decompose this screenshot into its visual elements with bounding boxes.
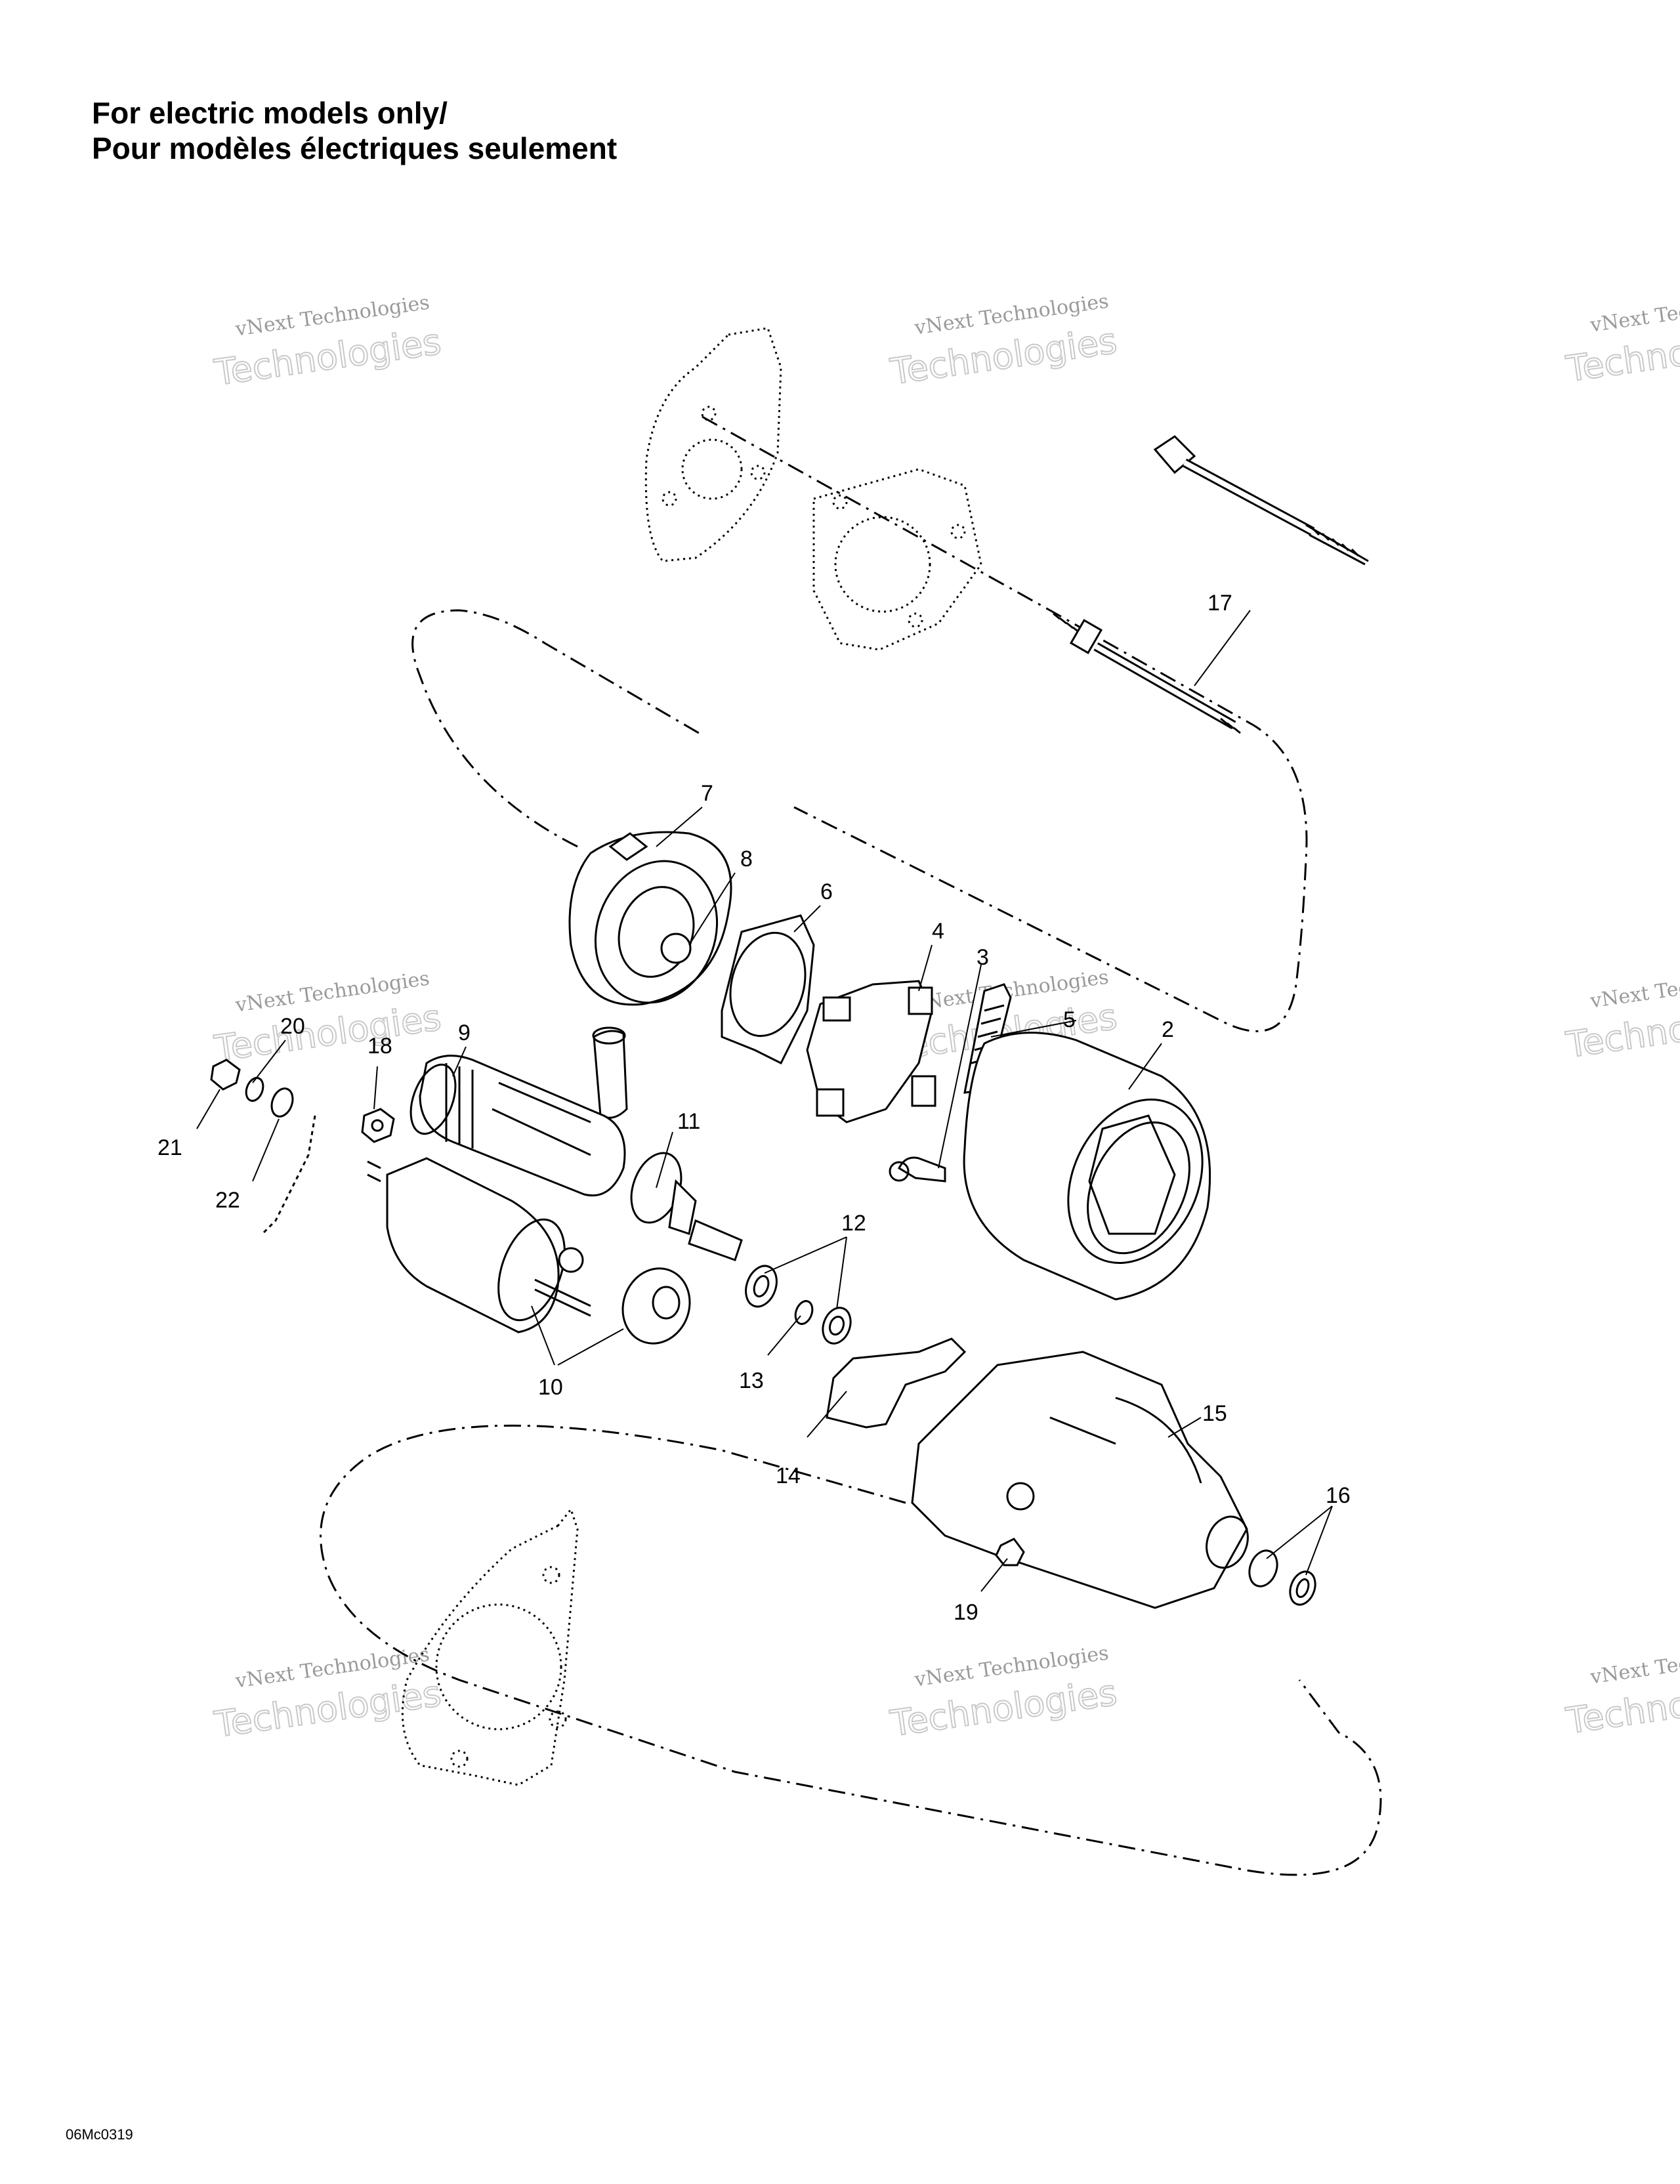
part-9-armature xyxy=(410,1055,626,1197)
part-4-brush-holder xyxy=(806,980,936,1124)
svg-text:vNext Technologies: vNext Technologies xyxy=(1588,963,1680,1013)
part-14-shift-lever xyxy=(826,1337,967,1429)
upper-assembly-boundary xyxy=(411,415,1308,1032)
callout-labels: 2 3 4 5 6 7 8 9 10 11 12 13 14 15 16 17 … xyxy=(158,591,1351,1625)
part-7-end-cover xyxy=(568,831,732,1006)
callout-14: 14 xyxy=(776,1463,801,1488)
callout-16: 16 xyxy=(1326,1483,1351,1508)
part-8-bushing xyxy=(592,1026,628,1119)
part-12-washers xyxy=(745,1265,852,1345)
upper-bracket-plates xyxy=(644,327,982,651)
part-15-drive-housing xyxy=(911,1351,1249,1609)
callout-13: 13 xyxy=(739,1368,764,1393)
part-17-through-bolt-upper xyxy=(1153,435,1369,566)
lower-plate-bore xyxy=(435,1603,562,1731)
watermark-bottom-center: Technologies vNext Technologies xyxy=(887,1641,1120,1745)
part-22-wire xyxy=(261,1115,316,1235)
part-6-plate xyxy=(721,914,815,1065)
part-2-field-housing xyxy=(963,1032,1211,1301)
part-16-bushing-washer xyxy=(1248,1549,1316,1606)
part-10-solenoid xyxy=(367,1157,591,1334)
part-11-pinion xyxy=(630,1152,743,1261)
callout-4: 4 xyxy=(932,919,944,944)
callout-8: 8 xyxy=(740,847,753,872)
callout-17: 17 xyxy=(1208,591,1232,616)
title-english: For electric models only/ xyxy=(92,96,448,130)
callout-9: 9 xyxy=(458,1020,471,1045)
title-french: Pour modèles électriques seulement xyxy=(92,131,618,165)
figure-code: 06Mc0319 xyxy=(66,2126,133,2143)
part-5-brush xyxy=(889,1156,946,1183)
callout-3: 3 xyxy=(976,945,989,970)
callout-7: 7 xyxy=(701,781,713,806)
callout-10: 10 xyxy=(538,1375,563,1400)
upper-plate-right-bore xyxy=(834,516,931,613)
callout-2: 2 xyxy=(1162,1017,1174,1042)
upper-plate-left-bore xyxy=(681,438,743,500)
watermark-bottom-right: Technologies vNext Technologies xyxy=(1563,1639,1680,1742)
part-13-clip xyxy=(794,1300,814,1325)
callout-21: 21 xyxy=(158,1135,182,1160)
callout-6: 6 xyxy=(820,879,833,904)
watermark-top-center: Technologies vNext Technologies xyxy=(887,289,1120,393)
part-21-nut xyxy=(210,1059,241,1091)
leader-lines xyxy=(196,610,1333,1592)
part-18-nut xyxy=(361,1108,395,1143)
watermark-top-right: Technologies vNext Technologies xyxy=(1563,287,1680,390)
callout-19: 19 xyxy=(954,1600,978,1625)
part-10-end-cap xyxy=(621,1267,691,1345)
part-20-lock-washer xyxy=(245,1077,264,1102)
callout-5: 5 xyxy=(1063,1007,1076,1032)
callout-18: 18 xyxy=(368,1034,392,1059)
svg-text:vNext Technologies: vNext Technologies xyxy=(1588,1639,1680,1689)
callout-11: 11 xyxy=(677,1109,700,1134)
watermark-bottom-left: Technologies vNext Technologies xyxy=(211,1643,444,1746)
watermark-top-left: Technologies vNext Technologies xyxy=(211,291,444,394)
callout-22: 22 xyxy=(215,1188,240,1213)
page-title: For electric models only/ Pour modèles é… xyxy=(92,95,617,166)
callout-15: 15 xyxy=(1202,1401,1227,1426)
callout-20: 20 xyxy=(280,1014,305,1039)
lower-bracket-plate xyxy=(401,1507,579,1786)
upper-bracket-plate-left xyxy=(644,327,782,562)
callout-12: 12 xyxy=(841,1211,866,1236)
svg-text:vNext Technologies: vNext Technologies xyxy=(1588,287,1680,337)
part-22-washer xyxy=(261,1087,316,1235)
part-17-through-bolt-lower xyxy=(1053,612,1241,734)
lower-assembly-boundary xyxy=(320,1424,1382,1876)
upper-bracket-plate-right xyxy=(812,468,982,651)
watermark-mid-right: Technologies vNext Technologies xyxy=(1563,963,1680,1066)
part-19-nut xyxy=(995,1538,1025,1566)
watermark-mid-left: Technologies vNext Technologies xyxy=(211,967,444,1070)
